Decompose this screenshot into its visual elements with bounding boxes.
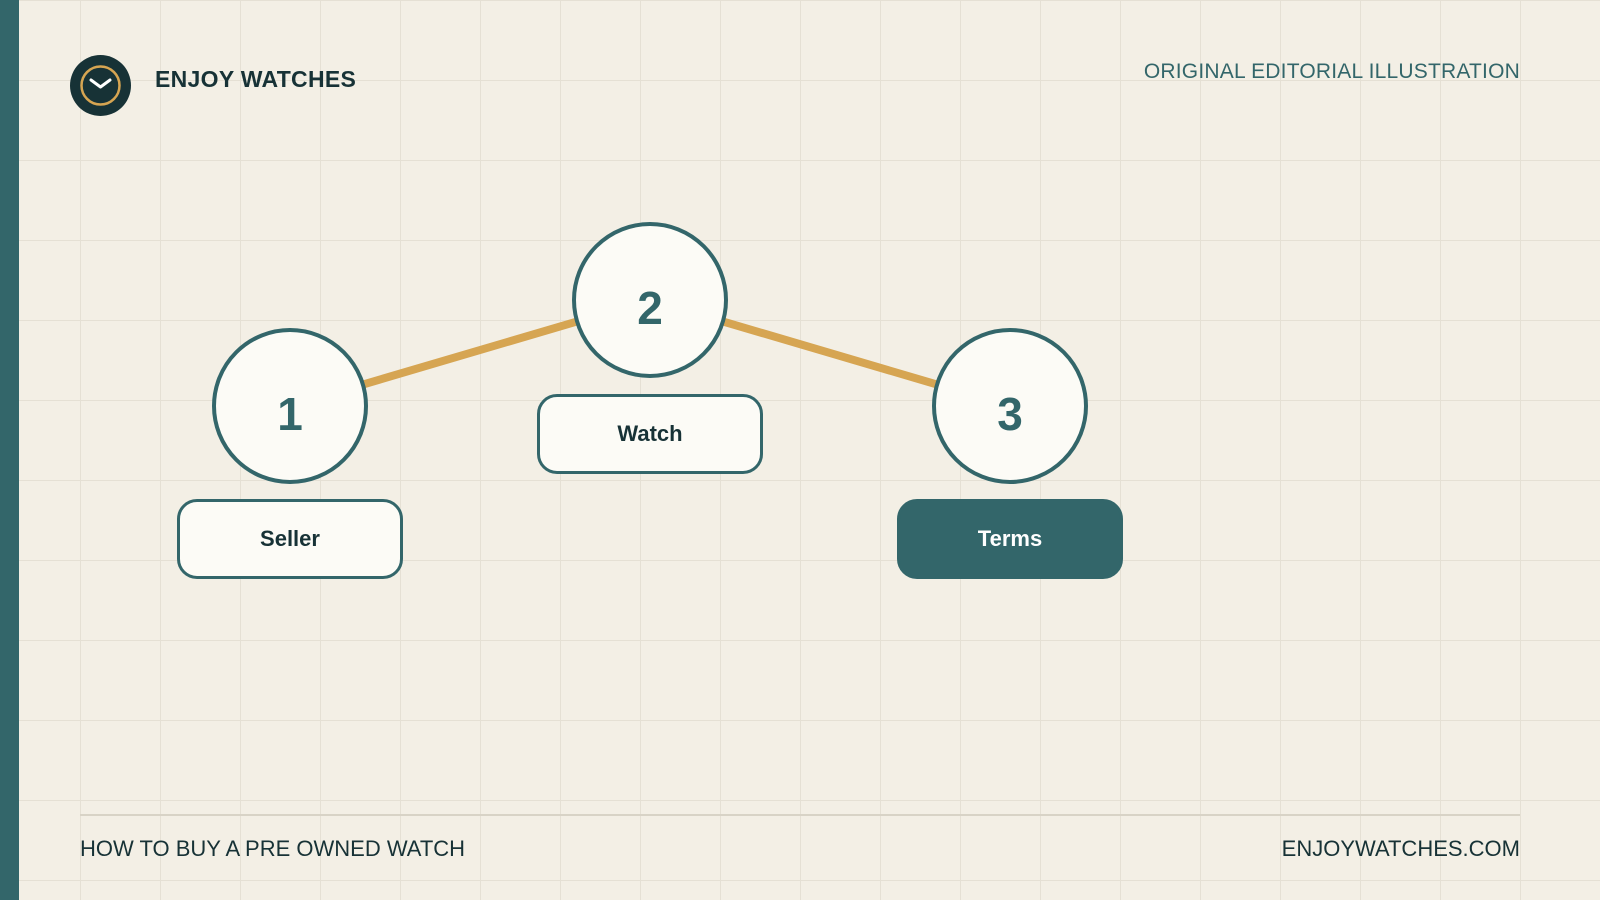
step-circle-3: [932, 328, 1088, 484]
step-label-seller: Seller: [177, 499, 403, 579]
step-label-watch: Watch: [537, 394, 763, 474]
watch-icon: [80, 65, 121, 106]
step-number-1: 1: [277, 388, 303, 440]
step-number-3: 3: [997, 388, 1023, 440]
brand-name: ENJOY WATCHES: [155, 66, 357, 92]
step-number-2: 2: [637, 282, 663, 334]
footer-title: HOW TO BUY A PRE OWNED WATCH: [80, 836, 466, 861]
step-label-terms: Terms: [897, 499, 1123, 579]
footer-divider: [80, 814, 1520, 816]
step-circle-2: [572, 222, 728, 378]
step-circle-1: [212, 328, 368, 484]
logo: [70, 55, 131, 116]
accent-bar: [0, 0, 19, 900]
tagline: ORIGINAL EDITORIAL ILLUSTRATION: [1143, 60, 1520, 83]
footer-website: ENJOYWATCHES.COM: [1281, 836, 1520, 861]
